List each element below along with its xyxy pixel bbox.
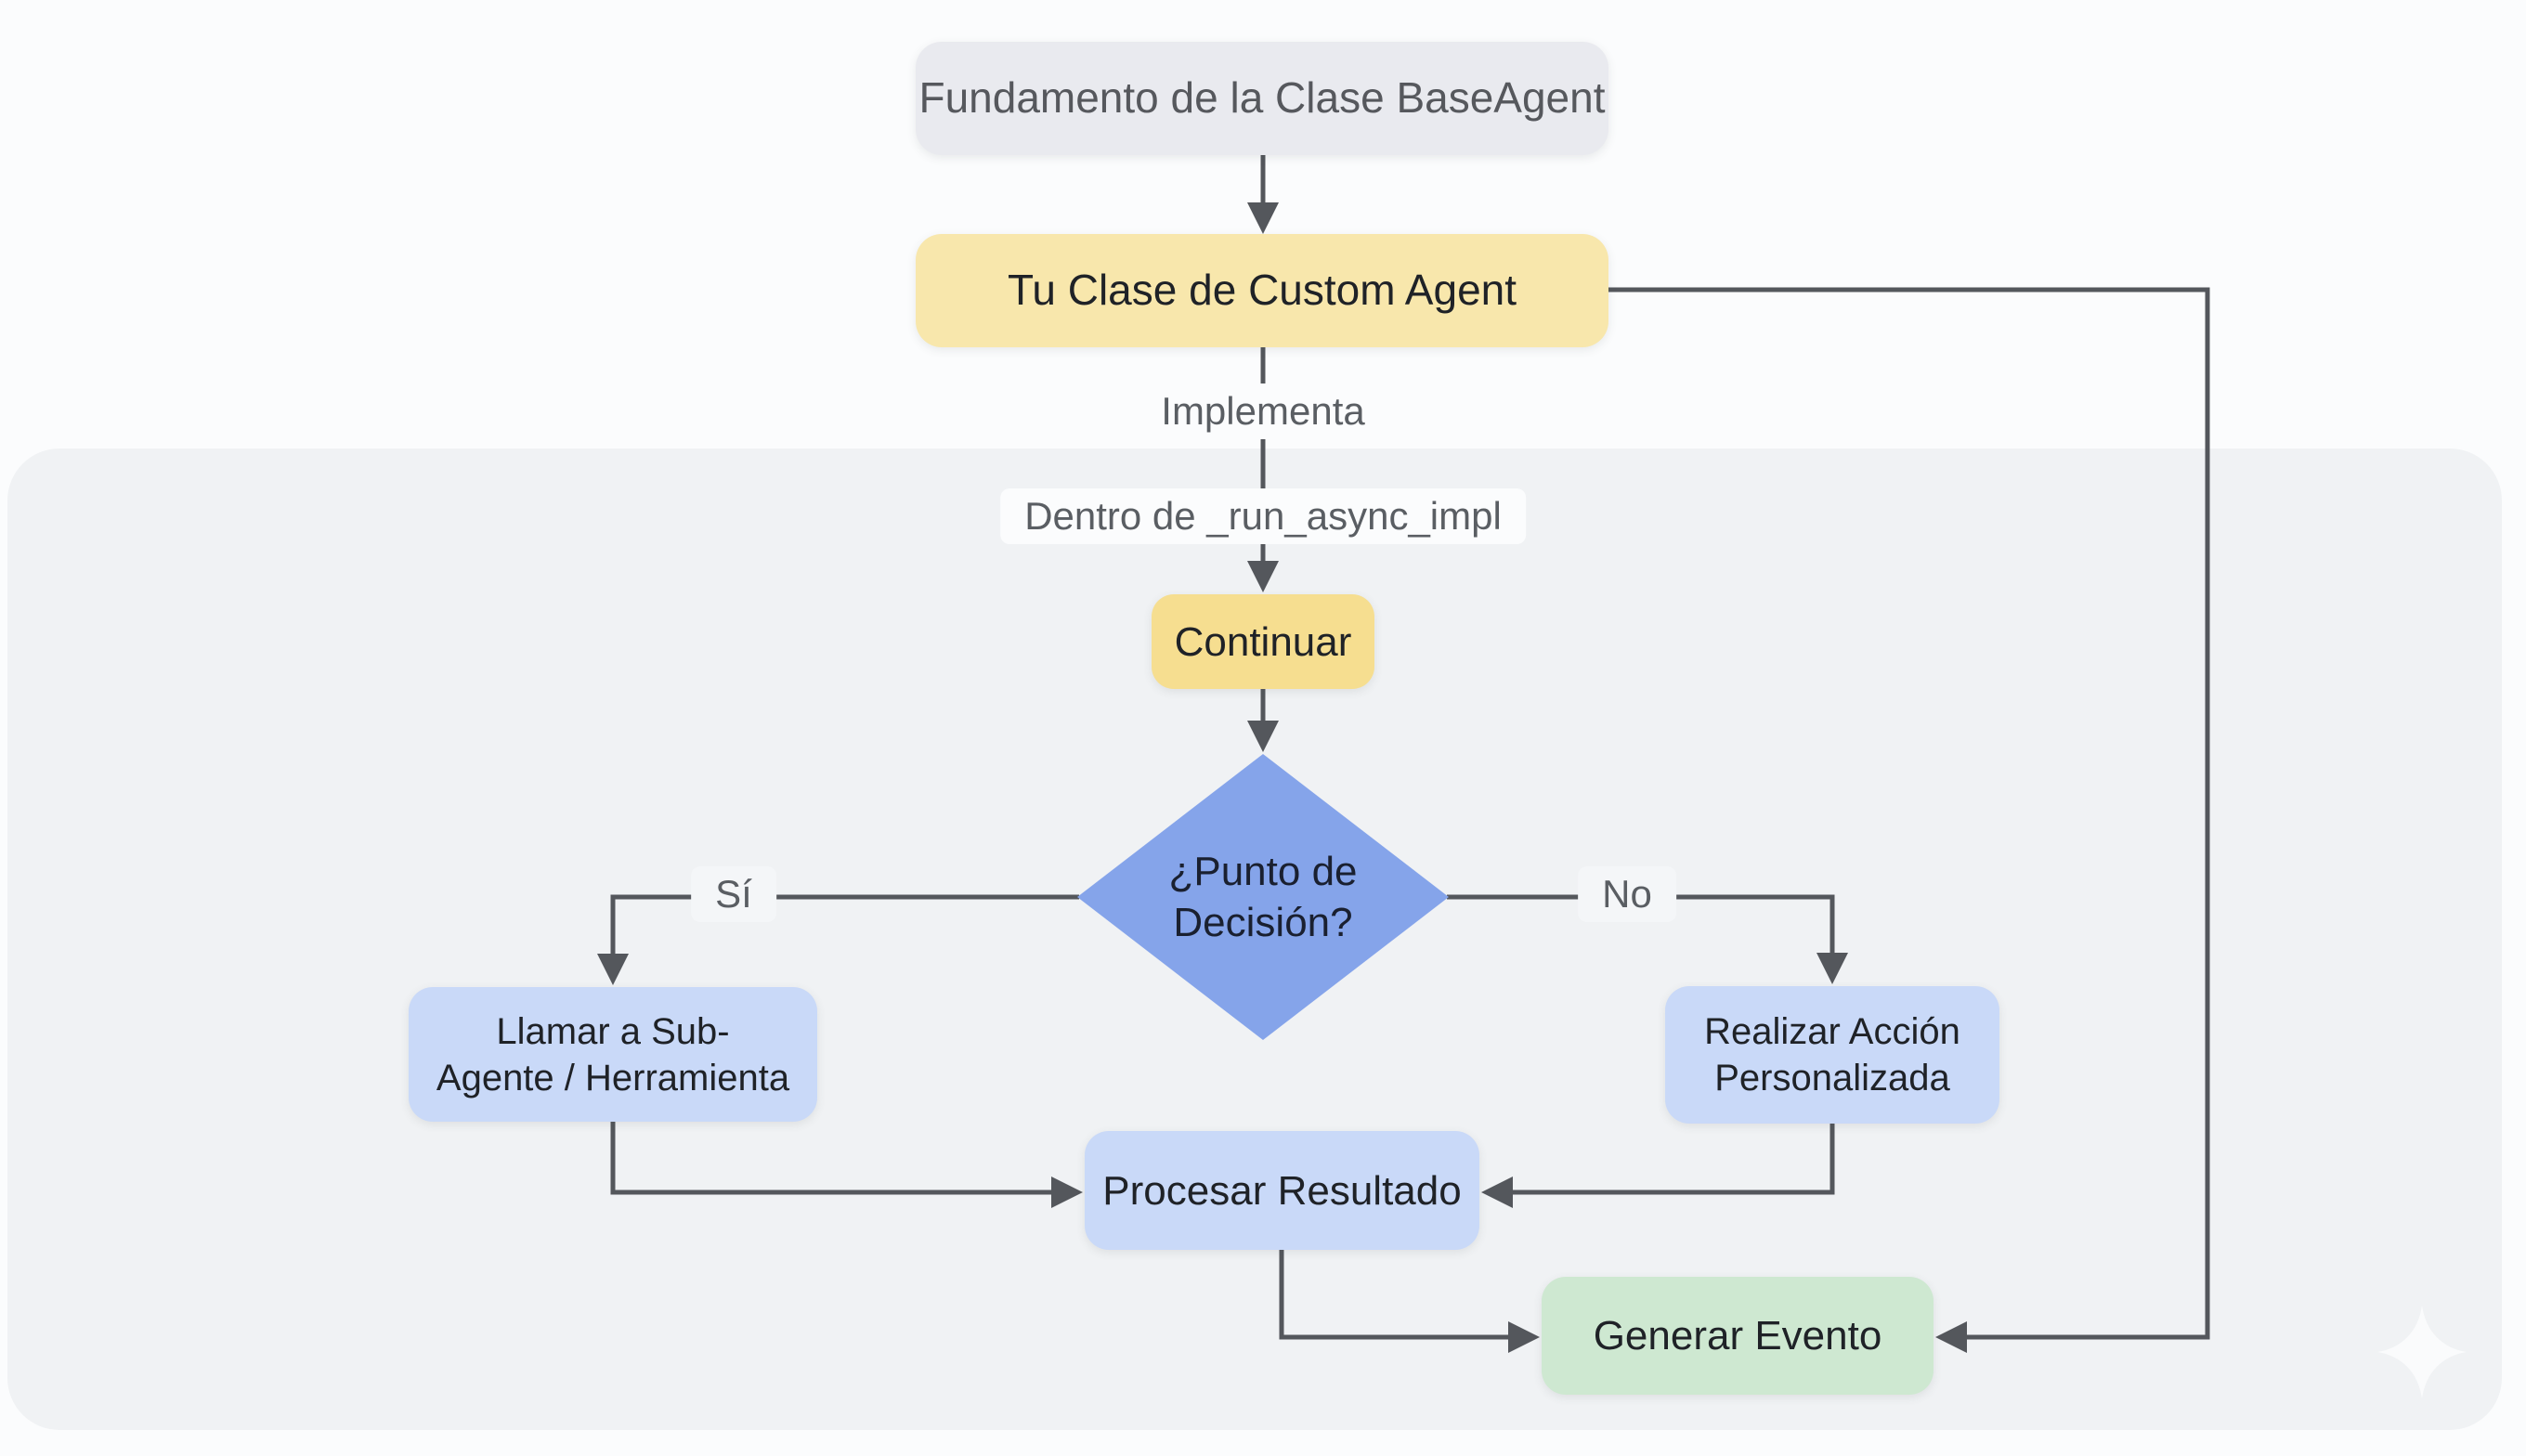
edge-label-no: No	[1578, 866, 1676, 922]
edge-realizar-to-procesar	[1481, 1124, 1835, 1208]
edge-decision-si-to-llamar	[597, 894, 1079, 985]
edge-label-dentro-run-async-impl: Dentro de _run_async_impl	[1000, 488, 1526, 544]
node-custom-agent-class: Tu Clase de Custom Agent	[916, 234, 1608, 347]
edge-decision-no-to-realizar	[1447, 894, 1848, 984]
edge-label-implementa: Implementa	[1137, 384, 1389, 439]
node-process-result: Procesar Resultado	[1085, 1131, 1479, 1250]
node-call-sub-agent-tool: Llamar a Sub- Agente / Herramienta	[409, 987, 817, 1122]
node-continuar: Continuar	[1152, 594, 1374, 689]
node-perform-custom-action: Realizar Acción Personalizada	[1665, 986, 1999, 1124]
edge-llamar-to-procesar	[610, 1122, 1083, 1208]
edge-label-si: Sí	[691, 866, 776, 922]
node-base-agent-foundation: Fundamento de la Clase BaseAgent	[916, 42, 1608, 155]
edge-custom-to-generar	[1608, 287, 2210, 1353]
edge-procesar-to-generar	[1279, 1250, 1540, 1353]
sparkle-icon	[2377, 1306, 2467, 1398]
node-generate-event: Generar Evento	[1542, 1277, 1934, 1395]
